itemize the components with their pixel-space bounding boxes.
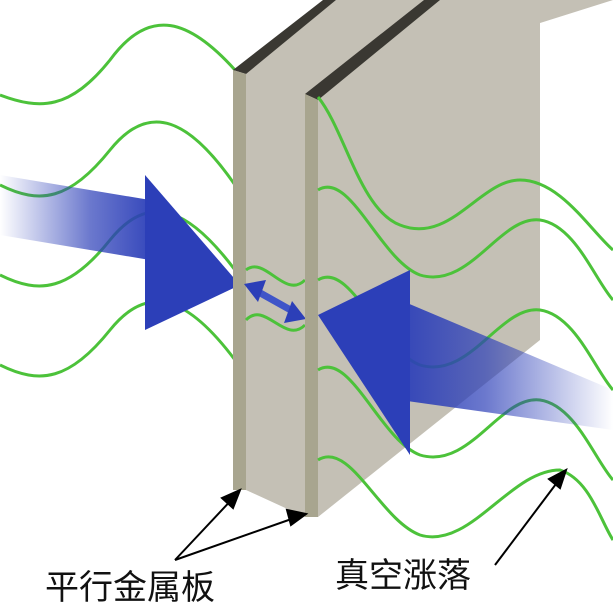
metal-plate-2: [305, 0, 540, 517]
pointer-to-plate-1: [174, 494, 237, 561]
pointer-arrows: [174, 467, 568, 566]
wave: [245, 265, 307, 287]
wave: [0, 300, 237, 378]
pointer-to-plate-2: [174, 515, 301, 561]
wave: [317, 185, 613, 302]
small-double-arrow: [244, 280, 306, 323]
inner-waves: [244, 265, 307, 332]
wave: [317, 455, 613, 541]
right-force-arrow: [318, 270, 613, 455]
label-parallel-metal-plates: 平行金属板: [45, 568, 215, 608]
pointer-to-wave: [494, 475, 563, 566]
wave: [244, 313, 307, 332]
left-force-arrow: [0, 175, 240, 330]
metal-plate-1: [233, 0, 613, 517]
label-vacuum-fluctuation: 真空涨落: [335, 556, 471, 596]
wave: [316, 96, 613, 252]
wave: [317, 365, 613, 482]
wave: [0, 23, 237, 106]
